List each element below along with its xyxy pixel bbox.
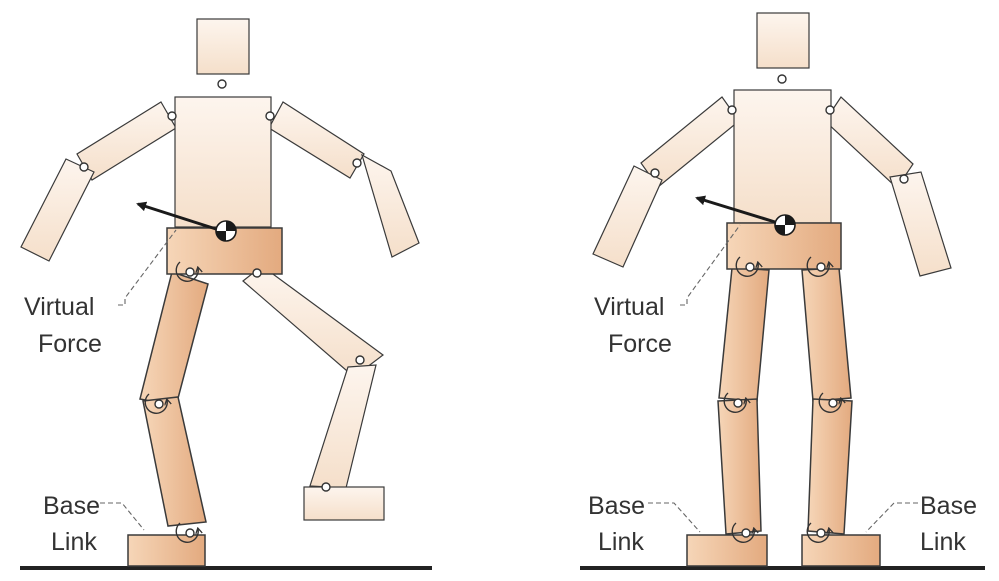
torque-arrow-icon bbox=[806, 522, 829, 543]
left-thigh bbox=[718, 267, 770, 402]
right-thigh bbox=[801, 267, 852, 402]
right-shoulder-joint bbox=[825, 105, 835, 115]
virtual-force-leader bbox=[680, 224, 741, 306]
virtual-force-label-line2: Force bbox=[38, 330, 102, 358]
right-upper-arm bbox=[824, 96, 914, 189]
right-knee-joint bbox=[828, 398, 838, 408]
right-elbow-joint bbox=[352, 158, 362, 168]
torque-arrow-icon bbox=[144, 393, 167, 414]
left-ankle-actuator bbox=[731, 522, 754, 543]
right-elbow-joint bbox=[899, 174, 909, 184]
left-elbow-joint bbox=[650, 168, 660, 178]
left-forearm bbox=[20, 158, 95, 262]
torque-arrow-icon bbox=[175, 261, 198, 282]
swing-foot bbox=[303, 486, 385, 521]
left-hip-actuator bbox=[735, 256, 758, 277]
head bbox=[196, 18, 250, 75]
left-elbow-joint bbox=[79, 162, 89, 172]
left-shank bbox=[717, 398, 762, 535]
figure-single-support: Virtual Force Base Link bbox=[20, 18, 432, 570]
torque-arrow-icon bbox=[818, 392, 841, 413]
virtual-force-label-line2: Force bbox=[608, 330, 672, 358]
swing-ankle-joint bbox=[321, 482, 331, 492]
right-ankle-actuator bbox=[806, 522, 829, 543]
left-knee-joint bbox=[733, 398, 743, 408]
center-of-mass-icon bbox=[215, 220, 237, 242]
right-knee-actuator bbox=[818, 392, 841, 413]
right-forearm bbox=[361, 153, 420, 258]
virtual-force-arrow bbox=[695, 195, 776, 224]
torque-arrow-icon bbox=[735, 256, 758, 277]
swing-knee-joint bbox=[355, 355, 365, 365]
left-hip-joint bbox=[745, 262, 755, 272]
right-upper-arm bbox=[268, 101, 365, 179]
right-shoulder-joint bbox=[265, 111, 275, 121]
left-shoulder-joint bbox=[727, 105, 737, 115]
left-forearm bbox=[592, 165, 663, 268]
base-link-left-leader bbox=[648, 502, 701, 533]
stance-knee-joint bbox=[154, 399, 164, 409]
right-hip-actuator bbox=[806, 256, 829, 277]
stance-ankle-joint bbox=[185, 528, 195, 538]
virtual-force-leader bbox=[118, 229, 177, 306]
torso bbox=[733, 89, 832, 224]
base-link-label-line1: Base bbox=[43, 492, 100, 520]
base-link-left-foot bbox=[686, 534, 768, 567]
right-hip-joint bbox=[816, 262, 826, 272]
base-link-right-leader bbox=[865, 502, 918, 533]
stance-hip-actuator bbox=[175, 261, 198, 282]
stance-shank bbox=[142, 396, 207, 527]
base-link-right-label-line2: Link bbox=[920, 528, 966, 556]
left-knee-actuator bbox=[723, 392, 746, 413]
left-upper-arm bbox=[76, 101, 177, 181]
base-link-label-line2: Link bbox=[51, 528, 97, 556]
base-link-right-foot bbox=[801, 534, 881, 567]
base-link-left-label-line1: Base bbox=[588, 492, 645, 520]
base-link-right-label-line1: Base bbox=[920, 492, 977, 520]
virtual-force-label-line1: Virtual bbox=[594, 293, 664, 321]
torque-arrow-icon bbox=[723, 392, 746, 413]
right-forearm bbox=[889, 171, 952, 277]
right-shank bbox=[807, 398, 853, 535]
figure-double-support: Virtual Force Base Link Base Link bbox=[580, 12, 985, 570]
base-link-foot bbox=[127, 534, 206, 567]
base-link-leader bbox=[100, 502, 145, 531]
swing-hip-joint bbox=[252, 268, 262, 278]
neck-joint bbox=[777, 74, 787, 84]
right-ankle-joint bbox=[816, 528, 826, 538]
stance-thigh bbox=[139, 271, 209, 407]
head bbox=[756, 12, 810, 69]
stance-hip-joint bbox=[185, 267, 195, 277]
left-ankle-joint bbox=[741, 528, 751, 538]
stance-ankle-actuator bbox=[175, 522, 198, 543]
base-link-left-label-line2: Link bbox=[598, 528, 644, 556]
swing-shank bbox=[309, 364, 377, 489]
torque-arrow-icon bbox=[731, 522, 754, 543]
center-of-mass-icon bbox=[774, 214, 796, 236]
virtual-force-arrow bbox=[136, 201, 217, 231]
torque-arrow-icon bbox=[806, 256, 829, 277]
left-shoulder-joint bbox=[167, 111, 177, 121]
virtual-force-label-line1: Virtual bbox=[24, 293, 94, 321]
stance-knee-actuator bbox=[144, 393, 167, 414]
torso bbox=[174, 96, 272, 228]
torque-arrow-icon bbox=[175, 522, 198, 543]
neck-joint bbox=[217, 79, 227, 89]
